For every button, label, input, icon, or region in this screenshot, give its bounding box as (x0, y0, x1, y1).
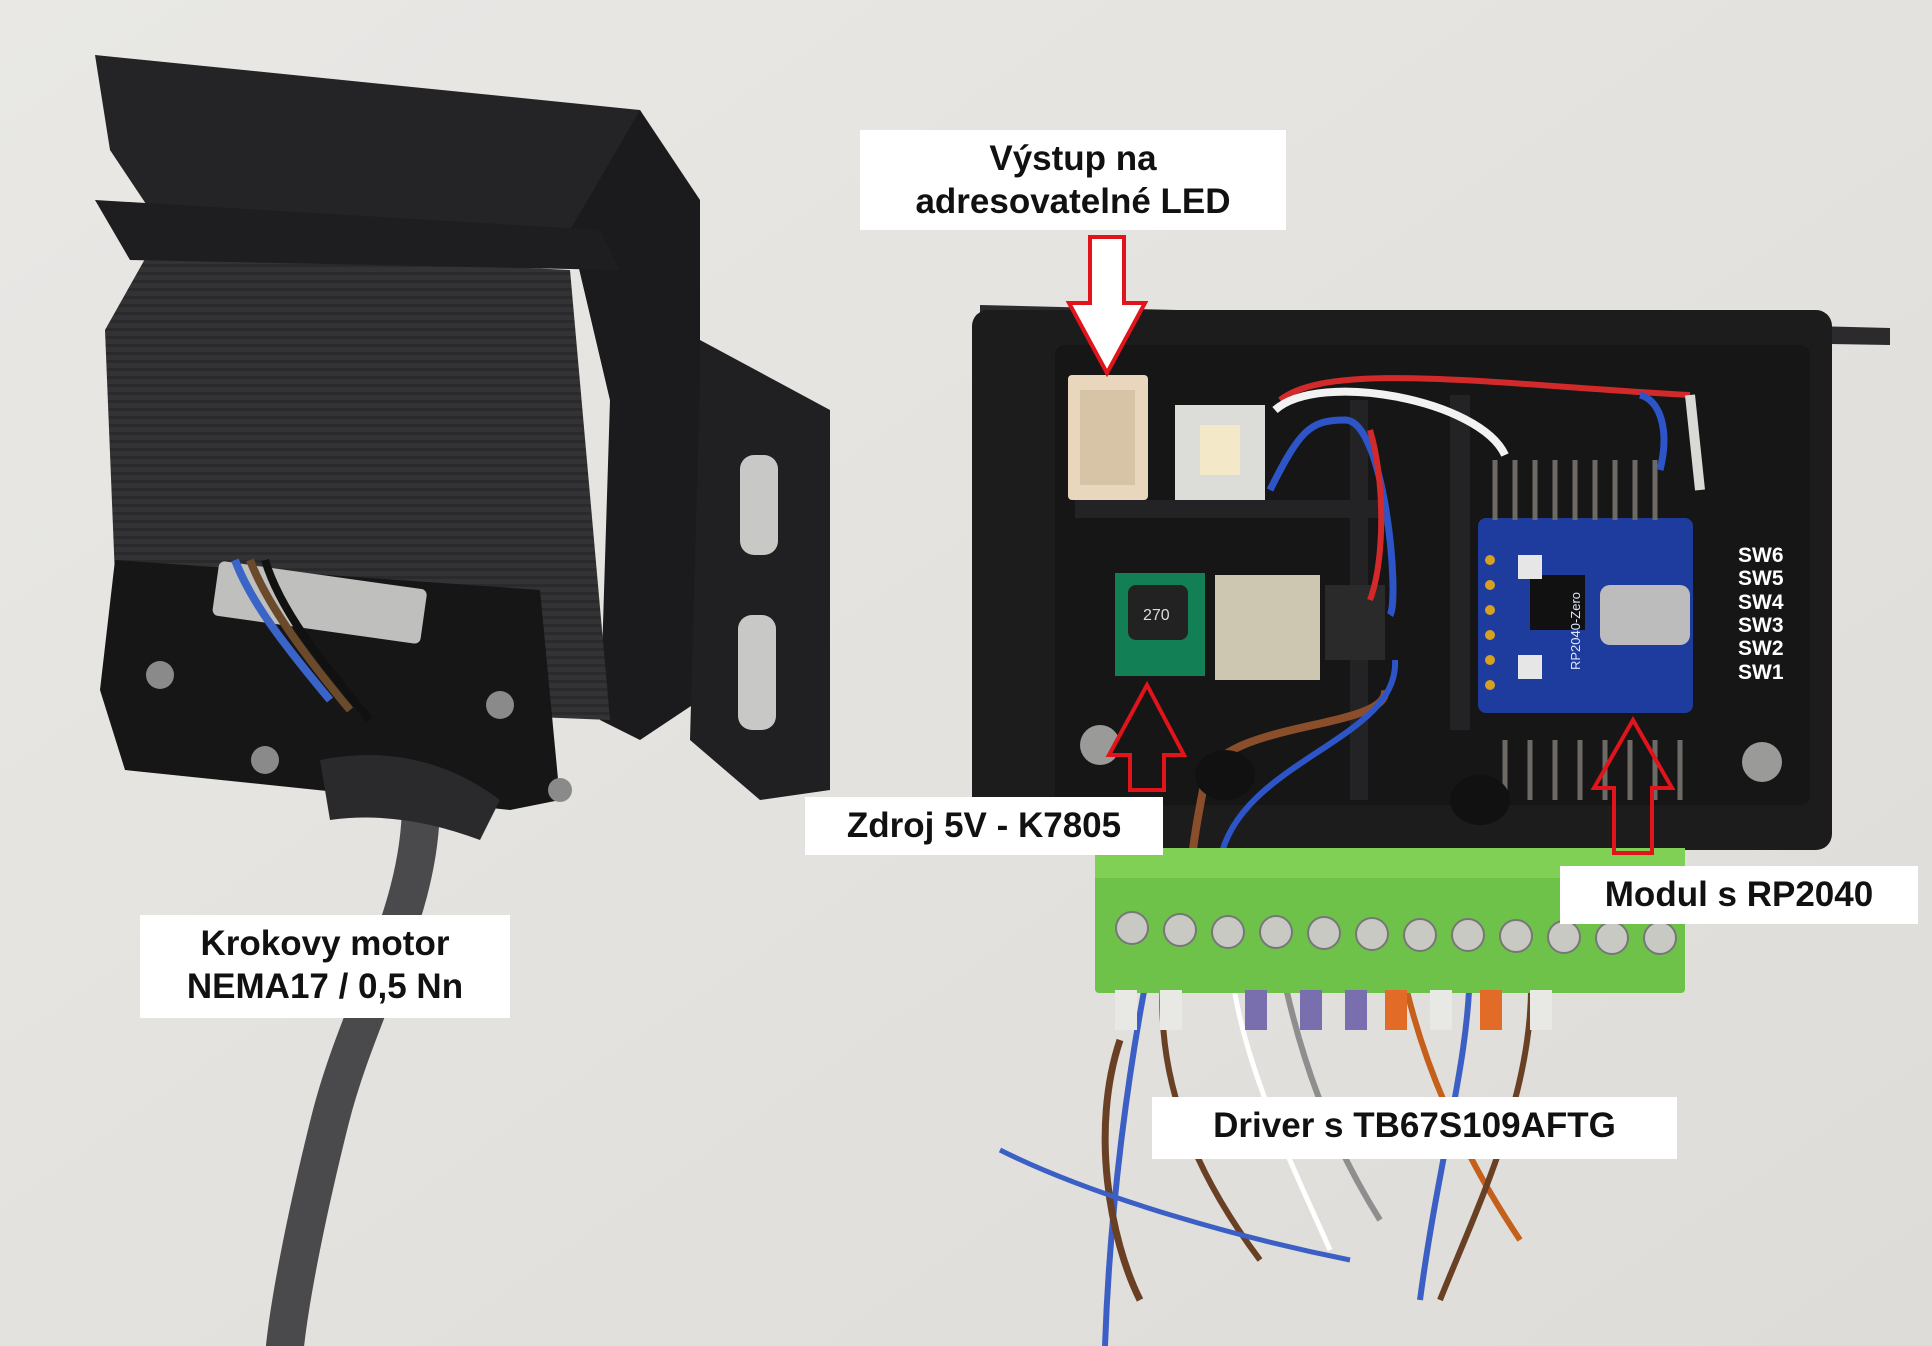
inductor (1128, 585, 1188, 640)
motor-cable (266, 761, 440, 1346)
arrow-power (1105, 680, 1188, 792)
switch-label-sw5: SW5 (1738, 567, 1784, 590)
holder-slot-lower (738, 615, 776, 730)
label-stepper-motor-line2: NEMA17 / 0,5 Nn (186, 966, 464, 1006)
label-led-output: Výstup na adresovatelné LED (860, 130, 1286, 230)
switch-label-sw6: SW6 (1738, 544, 1784, 567)
switch-label-sw1: SW1 (1738, 661, 1784, 684)
arrow-led (1065, 235, 1149, 378)
screw (486, 691, 514, 719)
rp2040-silkscreen: RP2040-Zero (1568, 592, 1583, 670)
switch-label-sw4: SW4 (1738, 591, 1784, 614)
motor-holder-back (95, 55, 700, 400)
motor-holder-rail (690, 340, 830, 800)
label-driver-text: Driver s TB67S109AFTG (1213, 1106, 1616, 1145)
ferrite-bead (1450, 775, 1510, 825)
switch-label-sw2: SW2 (1738, 637, 1784, 660)
arrow-rp2040 (1590, 715, 1676, 855)
screw (548, 778, 572, 802)
screw (1742, 742, 1782, 782)
switch-label-sw3: SW3 (1738, 614, 1784, 637)
label-led-output-line2: adresovatelné LED (915, 181, 1231, 221)
label-power-supply-text: Zdroj 5V - K7805 (846, 806, 1122, 845)
controller-box: RP2040-Zero 270 (972, 305, 1890, 1346)
ferrite-bead (1195, 750, 1255, 800)
label-power-supply: Zdroj 5V - K7805 (805, 797, 1163, 855)
label-stepper-motor-line1: Krokovy motor (200, 924, 450, 963)
stepper-motor-assembly (95, 55, 830, 1346)
screw (146, 661, 174, 689)
label-driver: Driver s TB67S109AFTG (1152, 1097, 1677, 1159)
holder-slot-upper (740, 455, 778, 555)
terminal-block (1095, 848, 1685, 993)
inductor-marking: 270 (1143, 607, 1170, 624)
label-rp2040-module: Modul s RP2040 (1560, 866, 1918, 924)
cable-clamp (320, 755, 500, 840)
label-rp2040-module-text: Modul s RP2040 (1604, 875, 1874, 914)
label-stepper-motor: Krokovy motor NEMA17 / 0,5 Nn (140, 915, 510, 1018)
label-led-output-line1: Výstup na (989, 139, 1157, 178)
screw (251, 746, 279, 774)
motor-connector (212, 561, 427, 644)
usb-c-port (1600, 585, 1690, 645)
motor-top-rim (95, 200, 620, 270)
